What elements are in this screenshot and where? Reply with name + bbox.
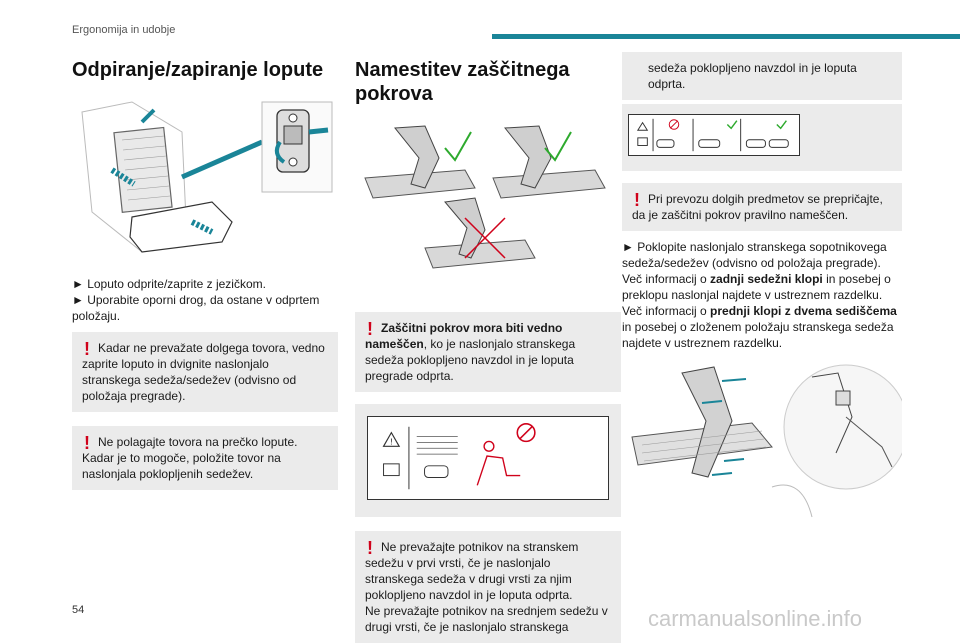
hatch-illustration (72, 92, 338, 258)
page-header: Ergonomija in udobje (0, 0, 960, 40)
header-accent-bar (492, 34, 960, 39)
warning-icon: ! (84, 339, 90, 359)
cover-check-pictogram (628, 114, 800, 156)
warning-box-no-load: ! Ne polagajte tovora na prečko lopute. … (72, 426, 338, 490)
cover-illustration (355, 118, 621, 278)
watermark: carmanualsonline.info (648, 606, 863, 631)
warning-box-cover-required: ! Zaščitni pokrov mora biti vedno namešč… (355, 312, 621, 392)
pictogram-box-2 (622, 104, 902, 171)
section-heading-cover: Namestitev zaščitnega pokrova (355, 59, 570, 105)
warning-icon: ! (367, 319, 373, 339)
warning-box-no-passengers: ! Ne prevažajte potnikov na stranskem se… (355, 531, 621, 643)
warning-icon: ! (367, 538, 373, 558)
column-3: sedeža poklopljeno navzdol in je loputa … (622, 52, 902, 531)
warning-box-long-objects: ! Pri prevozu dolgih predmetov se prepri… (622, 183, 902, 231)
svg-text:!: ! (390, 437, 392, 446)
pictogram-box: ! (355, 404, 621, 517)
column-2: Namestitev zaščitnega pokrova ! Zaščitni… (355, 52, 621, 643)
column-1: Odpiranje/zapiranje lopute ► Loputo odpr… (72, 52, 338, 490)
warning-icon: ! (634, 190, 640, 210)
no-passenger-pictogram: ! (367, 416, 609, 500)
section-heading-hatch: Odpiranje/zapiranje lopute (72, 59, 324, 81)
info-front-bench: Več informacij o prednji klopi z dvema s… (622, 304, 897, 350)
page-number: 54 (72, 604, 85, 616)
step-support-rod: ► Uporabite oporni drog, da ostane v odp… (72, 293, 320, 323)
warning-icon: ! (84, 433, 90, 453)
section-title: Ergonomija in udobje (72, 24, 176, 36)
step-open-hatch: ► Loputo odprite/zaprite z jezičkom. (72, 277, 266, 291)
warning-box-continued: sedeža poklopljeno navzdol in je loputa … (622, 52, 902, 100)
fold-seat-illustration (622, 357, 902, 531)
info-rear-bench: Več informacij o zadnji sedežni klopi in… (622, 272, 891, 302)
step-fold-seat: ► Poklopite naslonjalo stranskega sopotn… (622, 240, 887, 270)
warning-box-close-hatch: ! Kadar ne prevažate dolgega tovora, ved… (72, 332, 338, 412)
